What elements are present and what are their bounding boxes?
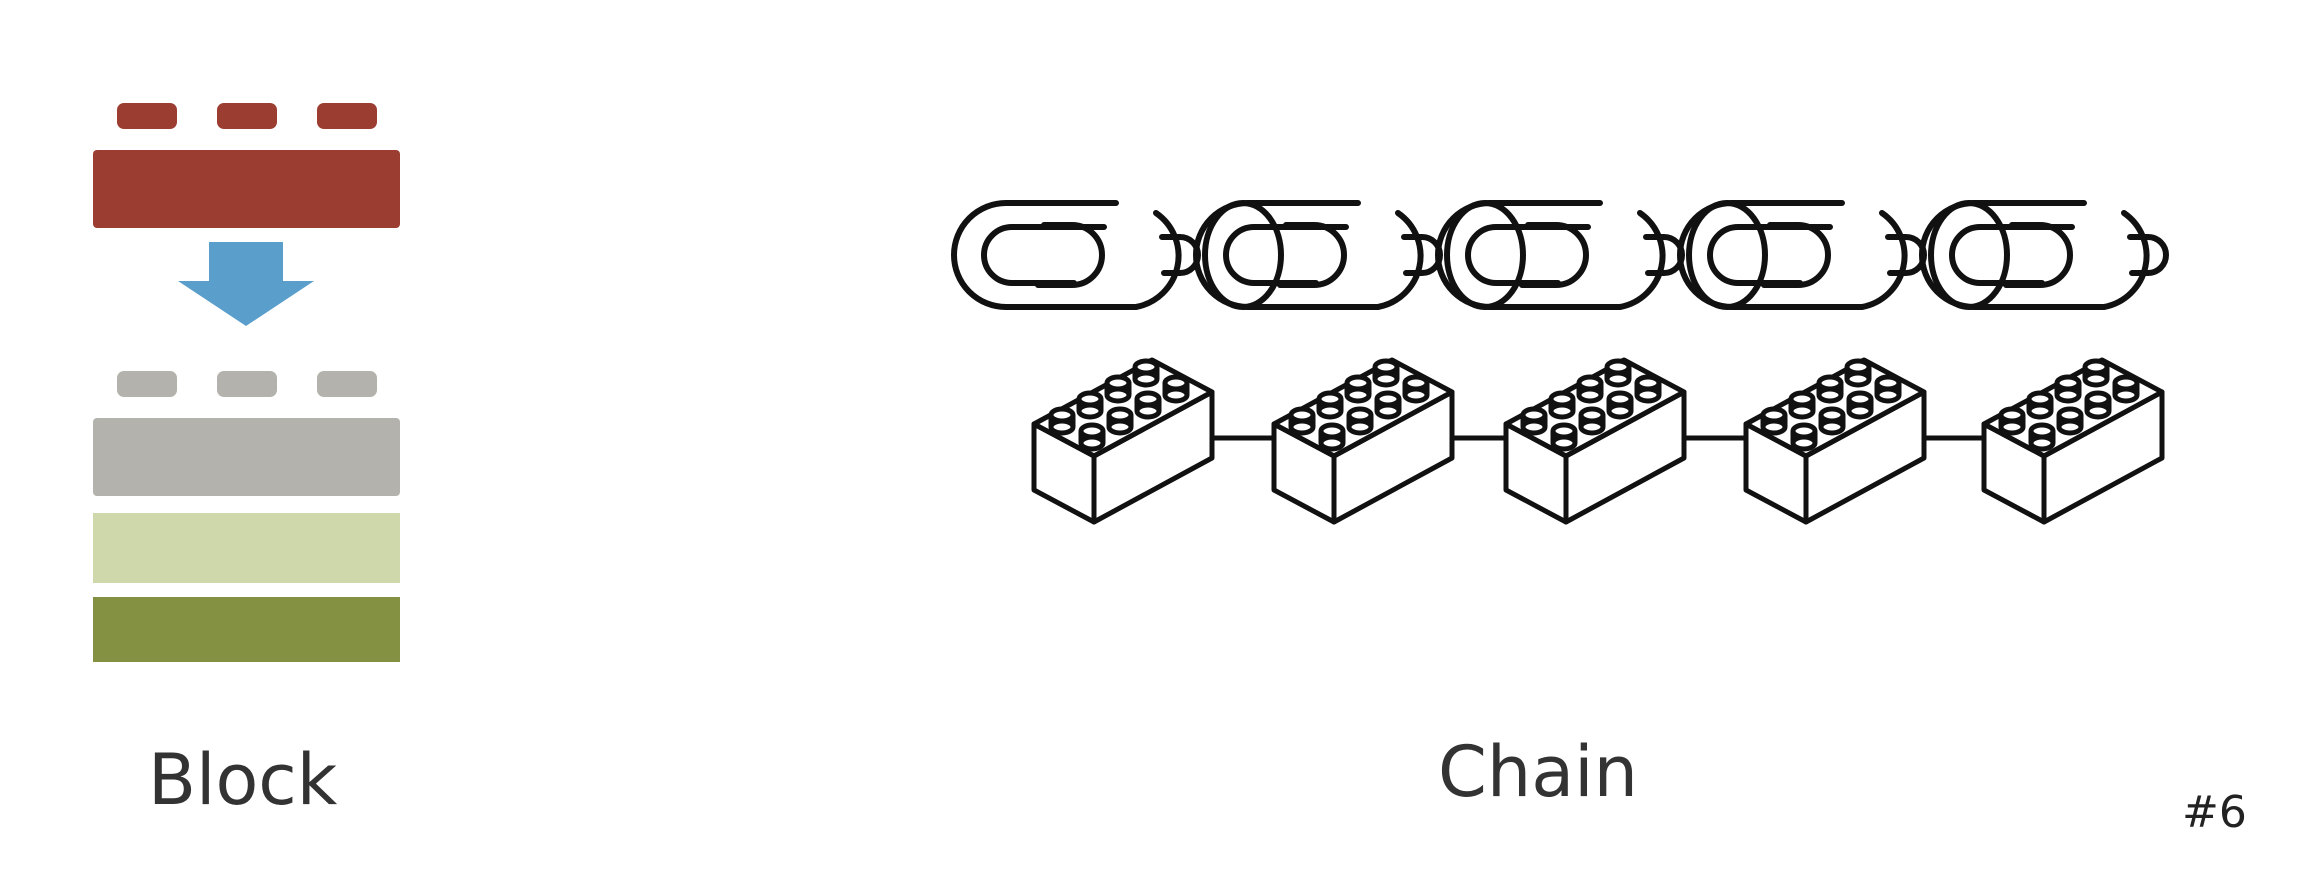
stack-stud (217, 371, 277, 397)
chain-caption: Chain (1438, 731, 1638, 813)
chain-link (954, 203, 1198, 307)
stack-layer-light-green (93, 513, 400, 583)
brick-chain-illustration (1034, 360, 2162, 522)
new-block-stud (217, 103, 277, 129)
chain-link (1196, 203, 1440, 307)
slide-number: #6 (2182, 787, 2247, 838)
chain-brick (1506, 360, 1684, 522)
chain-brick (1746, 360, 1924, 522)
chain-links-illustration (954, 200, 2166, 310)
block-stack (93, 371, 400, 662)
block-caption: Block (148, 739, 338, 821)
new-block-stud (317, 103, 377, 129)
stack-layer-gray (93, 418, 400, 496)
chain-link (1680, 203, 1924, 307)
link-ring (1444, 200, 1526, 310)
stack-layer-dark-green (93, 597, 400, 662)
link-ring (1928, 200, 2010, 310)
block-illustration (93, 103, 400, 662)
stack-stud (317, 371, 377, 397)
chain-link (1438, 203, 1682, 307)
new-block-brick (93, 103, 400, 228)
down-arrow-icon (178, 242, 314, 326)
link-ring (1686, 200, 1768, 310)
new-block-stud (117, 103, 177, 129)
link-ring (1202, 200, 1284, 310)
chain-brick (1984, 360, 2162, 522)
chain-brick (1274, 360, 1452, 522)
stack-stud (117, 371, 177, 397)
chain-brick (1034, 360, 1212, 522)
chain-link (1922, 203, 2166, 307)
new-block-body (93, 150, 400, 228)
